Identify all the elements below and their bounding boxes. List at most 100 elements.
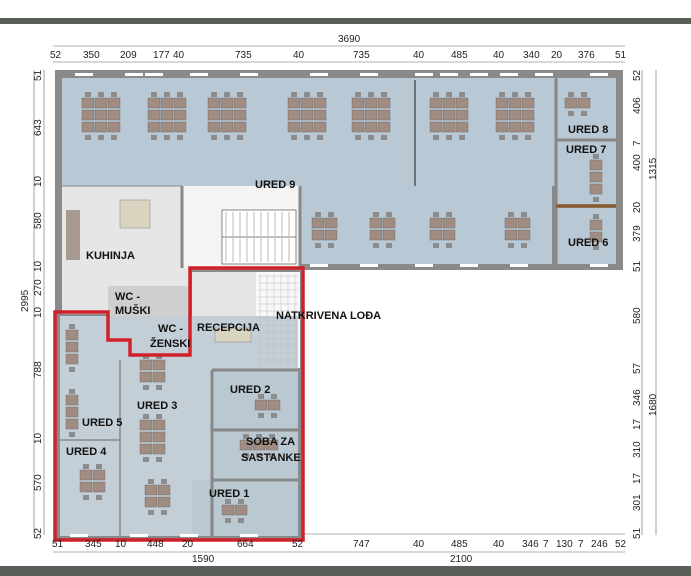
- dim-right-8: 57: [632, 362, 643, 374]
- chair: [224, 92, 230, 97]
- desk: [152, 443, 166, 455]
- desk: [300, 97, 314, 109]
- dim-left-total: 2995: [20, 289, 31, 312]
- desk: [369, 217, 383, 229]
- dim-top-4: 40: [173, 50, 185, 61]
- desk: [351, 121, 365, 133]
- desk: [442, 217, 456, 229]
- dim-bottom-2: 10: [115, 539, 127, 550]
- dim-bottom-13: 130: [556, 539, 573, 550]
- room-label-ured-3: URED 3: [137, 400, 177, 412]
- room-labels: URED 9 URED 8 URED 7 URED 6 KUHINJA WC -…: [66, 124, 608, 500]
- dim-left-3: 580: [33, 212, 44, 229]
- desk: [508, 109, 522, 121]
- window: [440, 73, 458, 76]
- dim-bottom-16: 52: [615, 539, 627, 550]
- chair: [258, 394, 264, 399]
- desk: [239, 439, 253, 451]
- chair: [433, 243, 439, 248]
- dim-top-10: 40: [493, 50, 505, 61]
- desk: [81, 97, 95, 109]
- dim-top-9: 485: [451, 50, 468, 61]
- desk: [324, 217, 338, 229]
- desk: [364, 109, 378, 121]
- desk: [429, 97, 443, 109]
- desk: [160, 109, 174, 121]
- desk: [152, 371, 166, 383]
- desk: [79, 481, 93, 493]
- dim-bottom-0: 51: [52, 539, 64, 550]
- window: [310, 264, 328, 267]
- chair: [69, 432, 75, 437]
- chair: [446, 92, 452, 97]
- dim-top-0: 52: [50, 50, 62, 61]
- window: [360, 73, 378, 76]
- desk: [351, 109, 365, 121]
- desk: [152, 431, 166, 443]
- dim-right-total-1: 1315: [648, 157, 659, 180]
- desk: [455, 121, 469, 133]
- desk: [139, 443, 153, 455]
- chair: [98, 135, 104, 140]
- chair: [96, 495, 102, 500]
- dim-right-12: 17: [632, 472, 643, 484]
- desk: [429, 217, 443, 229]
- chair: [459, 92, 465, 97]
- desk: [313, 97, 327, 109]
- dim-bottom-total-2: 2100: [450, 554, 473, 565]
- dim-right-14: 51: [632, 527, 643, 539]
- chair: [446, 135, 452, 140]
- chair: [581, 111, 587, 116]
- selected-area-outline: [53, 266, 305, 542]
- room-label-ured-6: URED 6: [568, 237, 608, 249]
- chair: [269, 453, 275, 458]
- desk: [589, 219, 603, 231]
- desk: [144, 496, 158, 508]
- chair: [581, 92, 587, 97]
- window: [500, 73, 518, 76]
- room-label-ured-1: URED 1: [209, 488, 249, 500]
- chair: [328, 212, 334, 217]
- desk: [139, 371, 153, 383]
- chair: [256, 453, 262, 458]
- chair: [96, 464, 102, 469]
- chair: [258, 413, 264, 418]
- dim-right-3: 400: [632, 154, 643, 171]
- chair: [568, 92, 574, 97]
- chair: [512, 92, 518, 97]
- desk: [564, 97, 578, 109]
- chair: [243, 453, 249, 458]
- chair: [433, 135, 439, 140]
- desk: [233, 97, 247, 109]
- window: [460, 264, 478, 267]
- dim-left-6: 10: [33, 306, 44, 318]
- window: [310, 73, 328, 76]
- desk: [157, 496, 171, 508]
- chair: [143, 414, 149, 419]
- room-label-wc-muski-2: MUŠKI: [115, 304, 150, 317]
- chair: [512, 135, 518, 140]
- chair: [446, 243, 452, 248]
- chair: [83, 464, 89, 469]
- desk: [521, 109, 535, 121]
- desk: [589, 183, 603, 195]
- desk: [92, 481, 106, 493]
- dim-top-1: 350: [83, 50, 100, 61]
- chair: [593, 214, 599, 219]
- desk: [287, 121, 301, 133]
- window: [590, 264, 608, 267]
- desk: [65, 341, 79, 353]
- chair: [85, 135, 91, 140]
- dim-left-5: 270: [33, 279, 44, 296]
- chair: [111, 92, 117, 97]
- desk: [364, 121, 378, 133]
- desk: [107, 97, 121, 109]
- desk: [287, 109, 301, 121]
- desk: [152, 359, 166, 371]
- kitchen-table: [66, 210, 80, 260]
- room-label-ured-7: URED 7: [566, 144, 606, 156]
- window: [535, 73, 553, 76]
- window: [125, 73, 143, 76]
- dim-top-14: 51: [615, 50, 627, 61]
- desk: [94, 97, 108, 109]
